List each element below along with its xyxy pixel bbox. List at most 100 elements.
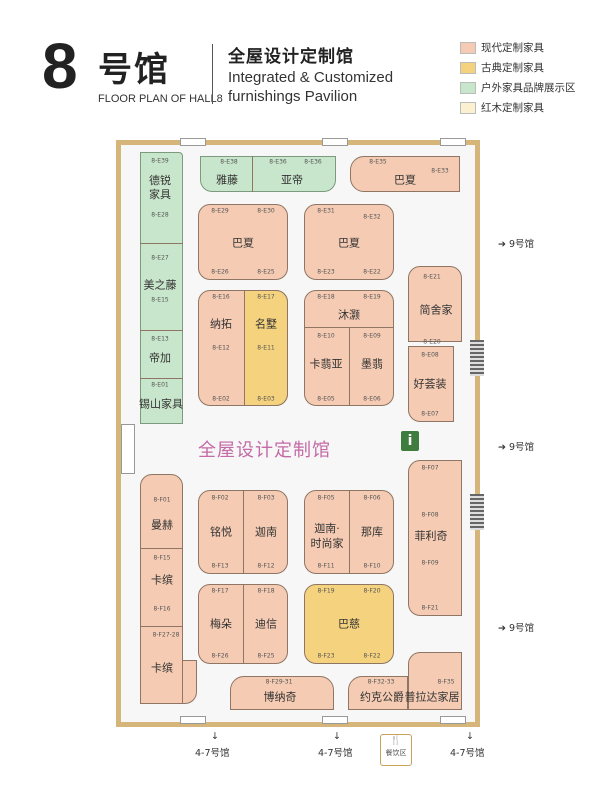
booth-code: 8-F06 — [363, 494, 381, 502]
booth-kafeiya[interactable]: 卡翡亚 — [309, 357, 343, 371]
booth-code: 8-F01 — [153, 496, 171, 504]
booth-code: 8-F25 — [257, 652, 275, 660]
hall-subtitle: FLOOR PLAN OF HALL8 — [98, 93, 223, 105]
arrow-down-icon: ↓ — [211, 731, 219, 742]
exit-to-hall9-1[interactable]: ➔ 9号馆 — [498, 239, 535, 250]
booth-code: 8-E13 — [151, 335, 169, 343]
booth-feiliqi[interactable] — [408, 460, 462, 616]
booth-muxie[interactable]: 沐灏 — [338, 308, 360, 322]
booth-code: 8-E32 — [363, 213, 381, 221]
arrow-down-icon: ↓ — [333, 731, 341, 742]
header-divider — [212, 44, 213, 104]
north-gate-2 — [322, 138, 348, 146]
booth-deruijiaju[interactable]: 德锐家具 — [149, 174, 171, 201]
arrow-right-icon: ➔ — [498, 239, 509, 250]
booth-jianshejia-label: 简舍家 — [419, 303, 453, 317]
booth-meizhiteng[interactable]: 美之藤 — [143, 278, 177, 292]
booth-code: 8-E30 — [257, 207, 275, 215]
booth-code: 8-F09 — [421, 559, 439, 567]
booth-code: 8-F27-28 — [152, 631, 180, 639]
booth-baci-label: 巴慈 — [338, 617, 360, 631]
exit-to-hall9-3[interactable]: ➔ 9号馆 — [498, 623, 535, 634]
booth-code: 8-E12 — [212, 344, 230, 352]
booth-baxia-2[interactable] — [304, 204, 394, 280]
booth-code: 8-E27 — [151, 254, 169, 262]
booth-dijia[interactable]: 帝加 — [149, 351, 171, 365]
booth-baxia-ne-label: 巴夏 — [394, 173, 416, 187]
booth-code: 8-E03 — [257, 395, 275, 403]
booth-code: 8-E16 — [212, 293, 230, 301]
booth-code: 8-E29 — [211, 207, 229, 215]
booth-code: 8-E36 — [269, 158, 287, 166]
booth-moxi[interactable]: 墨翡 — [361, 357, 383, 371]
exit-to-hall9-2[interactable]: ➔ 9号馆 — [498, 442, 535, 453]
booth-code: 8-E11 — [257, 344, 275, 352]
corridor-ne — [440, 200, 460, 230]
arrow-right-icon: ➔ — [498, 623, 509, 634]
legend-item-rosewood: 红木定制家具 — [460, 100, 576, 120]
booth-code: 8-F13 — [211, 562, 229, 570]
hall-number: 8 — [42, 30, 78, 102]
arrow-right-icon: ➔ — [498, 442, 509, 453]
booth-nato-label: 纳拓 — [210, 317, 232, 331]
exit-to-hall47-3[interactable]: 4-7号馆 — [450, 748, 485, 759]
booth-code: 8-F07 — [421, 464, 439, 472]
booth-code: 8-E19 — [363, 293, 381, 301]
legend: 现代定制家具 古典定制家具 户外家具品牌展示区 红木定制家具 — [460, 40, 576, 120]
booth-column-west-pink[interactable] — [140, 474, 183, 704]
booth-code: 8-E05 — [317, 395, 335, 403]
booth-baxia-1-label: 巴夏 — [232, 236, 254, 250]
exit-to-hall47-2[interactable]: 4-7号馆 — [318, 748, 353, 759]
booth-yuekegongjue[interactable] — [348, 676, 408, 710]
booth-xishan[interactable]: 锡山家具 — [139, 397, 183, 411]
booth-code: 8-F21 — [421, 604, 439, 612]
booth-kabin-corner — [183, 660, 197, 704]
booth-manhe[interactable]: 曼赫 — [151, 518, 173, 532]
booth-pulada[interactable] — [408, 652, 462, 710]
pavilion-title-en-line1: Integrated & Customized — [228, 69, 394, 86]
dining-area[interactable]: 🍴 餐饮区 — [380, 734, 412, 766]
booth-code: 8-F12 — [257, 562, 275, 570]
dining-label: 餐饮区 — [385, 749, 407, 757]
center-title: 全屋设计定制馆 — [198, 440, 331, 461]
booth-dixin[interactable]: 迪信 — [255, 617, 277, 631]
north-gate-1 — [180, 138, 206, 146]
booth-bonaqi[interactable] — [230, 676, 334, 710]
booth-yadi[interactable]: 亚帝 — [281, 173, 303, 187]
booth-mingshu-label: 名墅 — [255, 317, 277, 331]
booth-code: 8-E26 — [211, 268, 229, 276]
booth-xinan[interactable]: 迦南 — [255, 525, 277, 539]
booth-code: 8-E01 — [151, 381, 169, 389]
booth-code: 8-F19 — [317, 587, 335, 595]
hall-name: 号馆 — [98, 50, 170, 90]
booth-jianshejia[interactable] — [408, 266, 462, 342]
pavilion-title-cn: 全屋设计定制馆 — [228, 47, 354, 67]
booth-code: 8-F20 — [363, 587, 381, 595]
booth-mingyue[interactable]: 铭悦 — [210, 525, 232, 539]
booth-code: 8-F03 — [257, 494, 275, 502]
booth-baxia-northeast[interactable] — [350, 156, 460, 192]
booth-baxia-1[interactable] — [198, 204, 288, 280]
exit-to-hall47-1[interactable]: 4-7号馆 — [195, 748, 230, 759]
booth-code: 8-E15 — [151, 296, 169, 304]
booth-baci[interactable] — [304, 584, 394, 664]
booth-meiduo[interactable]: 梅朵 — [210, 617, 232, 631]
booth-row-north-green[interactable] — [200, 156, 336, 192]
booth-code: 8-F26 — [211, 652, 229, 660]
booth-pulada-label: 普拉达家居 — [404, 690, 460, 704]
booth-naku[interactable]: 那库 — [361, 525, 383, 539]
booth-mingshu[interactable] — [244, 290, 288, 406]
north-gate-3 — [440, 138, 466, 146]
booth-code: 8-F32-33 — [367, 678, 395, 686]
booth-code: 8-E22 — [363, 268, 381, 276]
booth-xinanshishangjia[interactable]: 迦南·时尚家 — [310, 522, 344, 550]
info-icon[interactable]: i — [401, 431, 419, 451]
legend-item-modern: 现代定制家具 — [460, 40, 576, 60]
booth-yateng[interactable]: 雅藤 — [216, 173, 238, 187]
booth-haoqianzhuang[interactable] — [408, 346, 454, 422]
booth-kabin-2[interactable]: 卡缤 — [151, 661, 173, 675]
south-gate-2 — [322, 716, 348, 724]
booth-code: 8-E31 — [317, 207, 335, 215]
booth-kabin-1[interactable]: 卡缤 — [151, 573, 173, 587]
booth-haoqianzhuang-label: 好荟装 — [413, 377, 447, 391]
